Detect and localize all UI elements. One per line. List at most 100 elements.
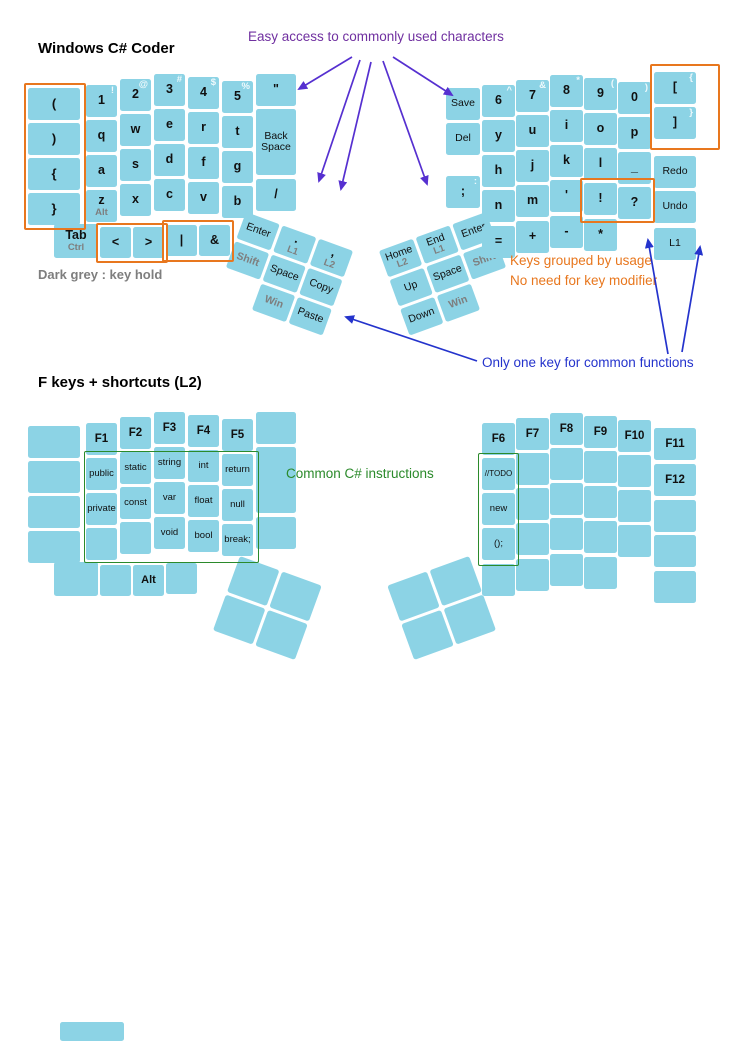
key-equals: = bbox=[482, 226, 515, 258]
key-f5: F5 bbox=[222, 419, 253, 451]
key-c: c bbox=[154, 179, 185, 211]
key-bracket-close: ]} bbox=[654, 107, 696, 139]
key-n: n bbox=[482, 190, 515, 222]
key-save: Save bbox=[446, 88, 480, 120]
key-blank bbox=[516, 488, 549, 520]
key-o: o bbox=[584, 113, 617, 145]
key-blank bbox=[654, 535, 696, 567]
key-undo: Undo bbox=[654, 191, 696, 223]
annotation-easy-access: Easy access to commonly used characters bbox=[248, 29, 504, 44]
key-brace-close: } bbox=[28, 193, 80, 225]
key-0: 0) bbox=[618, 82, 651, 114]
key-f1: F1 bbox=[86, 423, 117, 455]
key-blank bbox=[584, 486, 617, 518]
key-blank bbox=[516, 523, 549, 555]
key-w: w bbox=[120, 114, 151, 146]
key-minus: - bbox=[550, 216, 583, 248]
key-brace-open: { bbox=[28, 158, 80, 190]
key-t: t bbox=[222, 116, 253, 148]
key-blank bbox=[618, 490, 651, 522]
key-f9: F9 bbox=[584, 416, 617, 448]
key-blank bbox=[550, 554, 583, 586]
key-blank bbox=[28, 531, 80, 563]
key-6: 6^ bbox=[482, 85, 515, 117]
key-blank bbox=[28, 426, 80, 458]
key-7: 7& bbox=[516, 80, 549, 112]
key-a: a bbox=[86, 155, 117, 187]
key-back-space: Back Space bbox=[256, 109, 296, 175]
annotation-key-hold-legend: Dark grey : key hold bbox=[38, 267, 163, 282]
key-f6: F6 bbox=[482, 423, 515, 455]
key-blank bbox=[654, 500, 696, 532]
annotation-grouped-usage: Keys grouped by usage bbox=[510, 253, 652, 268]
key-s: s bbox=[120, 149, 151, 181]
key-r: r bbox=[188, 112, 219, 144]
key-l: l bbox=[584, 148, 617, 180]
key-alt: Alt bbox=[133, 565, 164, 596]
key-blank bbox=[28, 496, 80, 528]
key-paren-close: ) bbox=[28, 123, 80, 155]
key-u: u bbox=[516, 115, 549, 147]
key-8: 8* bbox=[550, 75, 583, 107]
key-blank bbox=[550, 518, 583, 550]
key-blank bbox=[654, 571, 696, 603]
key-static: static bbox=[120, 452, 151, 484]
key-exclamation: ! bbox=[584, 183, 617, 215]
key-blank bbox=[100, 565, 131, 596]
key-greater-than: > bbox=[133, 227, 164, 258]
key-m: m bbox=[516, 185, 549, 217]
key-blank bbox=[550, 448, 583, 480]
key-blank bbox=[256, 517, 296, 549]
key-parens-semicolon: (); bbox=[482, 528, 515, 560]
key-3: 3# bbox=[154, 74, 185, 106]
key-null: null bbox=[222, 489, 253, 521]
annotation-no-modifier: No need for key modifier bbox=[510, 273, 658, 288]
key-question: ? bbox=[618, 187, 651, 219]
key-redo: Redo bbox=[654, 156, 696, 188]
key-l1: L1 bbox=[654, 228, 696, 260]
key-pipe: | bbox=[166, 225, 197, 256]
key-del: Del bbox=[446, 123, 480, 155]
key-b: b bbox=[222, 186, 253, 218]
key-quote: " bbox=[256, 74, 296, 106]
key-blank bbox=[618, 455, 651, 487]
key-2: 2@ bbox=[120, 79, 151, 111]
key-j: j bbox=[516, 150, 549, 182]
key-k: k bbox=[550, 145, 583, 177]
key-1: 1! bbox=[86, 85, 117, 117]
key-asterisk: * bbox=[584, 219, 617, 251]
key-blank bbox=[60, 1022, 124, 1041]
key-apostrophe: ' bbox=[550, 180, 583, 212]
key-blank bbox=[584, 557, 617, 589]
key-f2: F2 bbox=[120, 417, 151, 449]
key-g: g bbox=[222, 151, 253, 183]
key-const: const bbox=[120, 487, 151, 519]
key-return: return bbox=[222, 454, 253, 486]
key-blank bbox=[482, 564, 515, 596]
key-bracket-open: [{ bbox=[654, 72, 696, 104]
key-q: q bbox=[86, 120, 117, 152]
key-blank bbox=[256, 447, 296, 513]
key-f4: F4 bbox=[188, 415, 219, 447]
key-blank bbox=[256, 412, 296, 444]
key-y: y bbox=[482, 120, 515, 152]
key-var: var bbox=[154, 482, 185, 514]
key-less-than: < bbox=[100, 227, 131, 258]
key-5: 5% bbox=[222, 81, 253, 113]
key-slash: / bbox=[256, 179, 296, 211]
key-string: string bbox=[154, 447, 185, 479]
key-plus: + bbox=[516, 221, 549, 253]
key-semicolon: ;: bbox=[446, 176, 480, 208]
key-9: 9( bbox=[584, 78, 617, 110]
key-private: private bbox=[86, 493, 117, 525]
key-blank bbox=[516, 453, 549, 485]
layer1-title: Windows C# Coder bbox=[38, 40, 175, 57]
key-h: h bbox=[482, 155, 515, 187]
key-f11: F11 bbox=[654, 428, 696, 460]
key-bool: bool bbox=[188, 520, 219, 552]
key-break: break; bbox=[222, 524, 253, 556]
